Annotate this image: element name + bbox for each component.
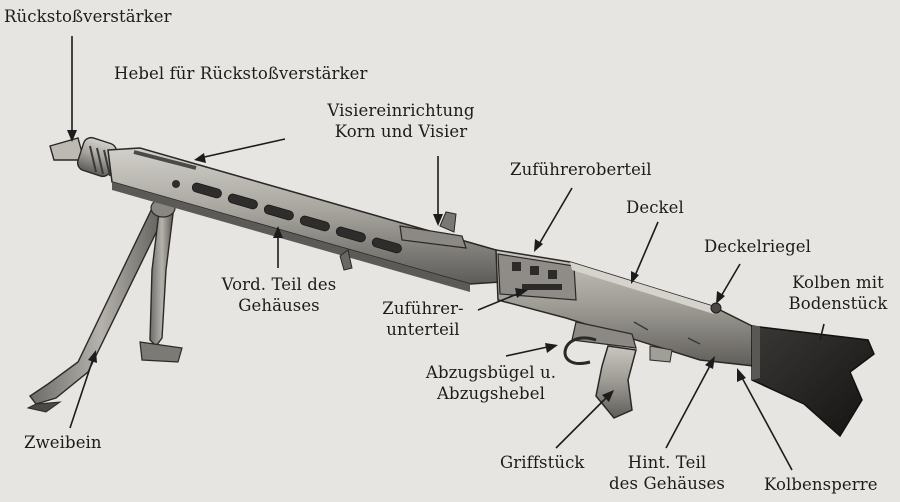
label-hebel-fuer-rueckstossverstaerker: Hebel für Rückstoßverstärker [114, 64, 368, 83]
receiver [495, 249, 755, 419]
label-zweibein: Zweibein [24, 433, 102, 452]
label-deckel: Deckel [626, 198, 684, 217]
label-vord-teil-des-gehaeuses: Vord. Teil des Gehäuses [221, 275, 337, 315]
bipod [26, 195, 183, 413]
label-zufuehreroberteil: Zuführeroberteil [510, 160, 652, 179]
label-griffstueck: Griffstück [500, 453, 585, 472]
label-hint-teil-des-gehaeuses: Hint. Teil des Gehäuses [609, 453, 725, 493]
label-deckelriegel: Deckelriegel [704, 237, 812, 256]
label-visiereinrichtung: Visiereinrichtung Korn und Visier [327, 101, 475, 141]
arrowheads [67, 130, 746, 402]
label-abzugsbuegel-abzugshebel: Abzugsbügel u. Abzugshebel [425, 363, 557, 403]
label-rueckstossverstaerker: Rückstoßverstärker [4, 7, 172, 26]
stock [751, 325, 875, 438]
recoil-booster [49, 136, 118, 178]
barrel-jacket [107, 147, 501, 292]
leader-lines [69, 36, 825, 471]
label-kolbensperre: Kolbensperre [764, 475, 878, 494]
label-kolben-mit-bodenstueck: Kolben mit Bodenstück [788, 273, 888, 313]
label-zufuehrerunterteil: Zuführer- unterteil [382, 299, 464, 339]
